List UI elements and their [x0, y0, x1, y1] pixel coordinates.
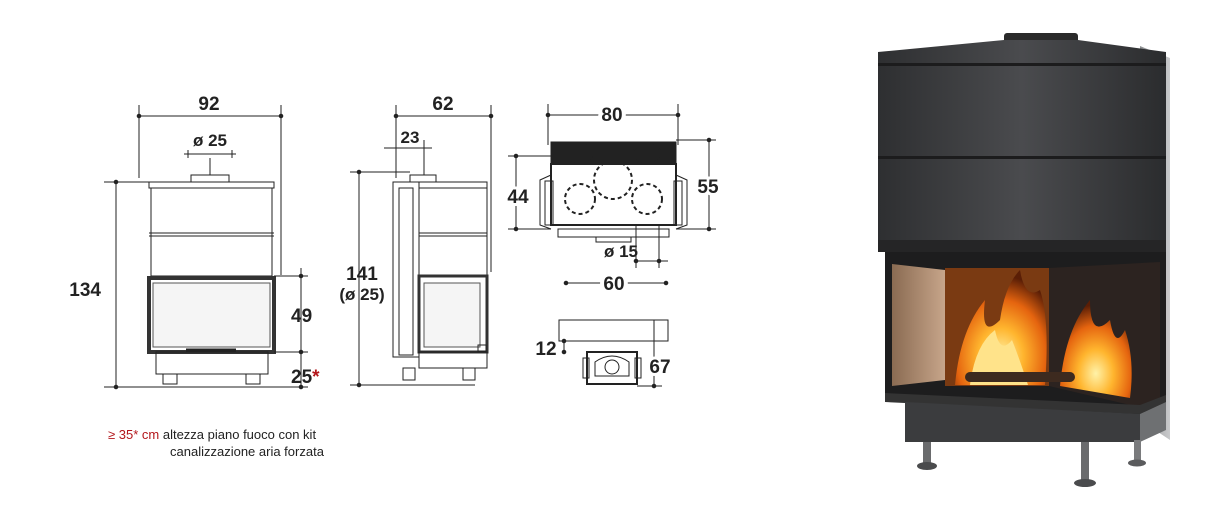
front-height-label: 134 — [69, 280, 101, 301]
front-glass-height-label: 49 — [291, 306, 312, 327]
front-width-label: 92 — [198, 94, 219, 115]
front-flue-label: ø 25 — [193, 131, 227, 150]
top-view — [508, 104, 716, 286]
air-inlet-offset-label: 12 — [535, 339, 556, 360]
top-bottom-width-label: 60 — [603, 274, 624, 295]
top-depth-outer-label: 55 — [697, 177, 719, 198]
side-height-label: 141 — [346, 264, 378, 285]
top-depth-inner-label: 44 — [507, 187, 529, 208]
top-air-diameter-label: ø 15 — [604, 242, 638, 261]
note-line1: altezza piano fuoco con kit — [162, 427, 317, 442]
side-height-note-label: (ø 25) — [339, 285, 384, 304]
side-view — [350, 105, 494, 388]
note-highlight: ≥ 35* cm — [108, 427, 160, 442]
air-inlet-depth-label: 67 — [649, 357, 670, 378]
air-inlet-view — [558, 319, 669, 389]
side-depth-label: 62 — [432, 94, 453, 115]
fireplace-product-image — [878, 33, 1170, 487]
front-base-height-label: 25* — [291, 367, 320, 388]
side-flue-offset-label: 23 — [401, 128, 420, 147]
note-line2: canalizzazione aria forzata — [170, 444, 324, 459]
top-width-label: 80 — [601, 105, 622, 126]
front-view — [104, 105, 308, 390]
installation-note: ≥ 35* cm altezza piano fuoco con kit can… — [108, 426, 338, 460]
